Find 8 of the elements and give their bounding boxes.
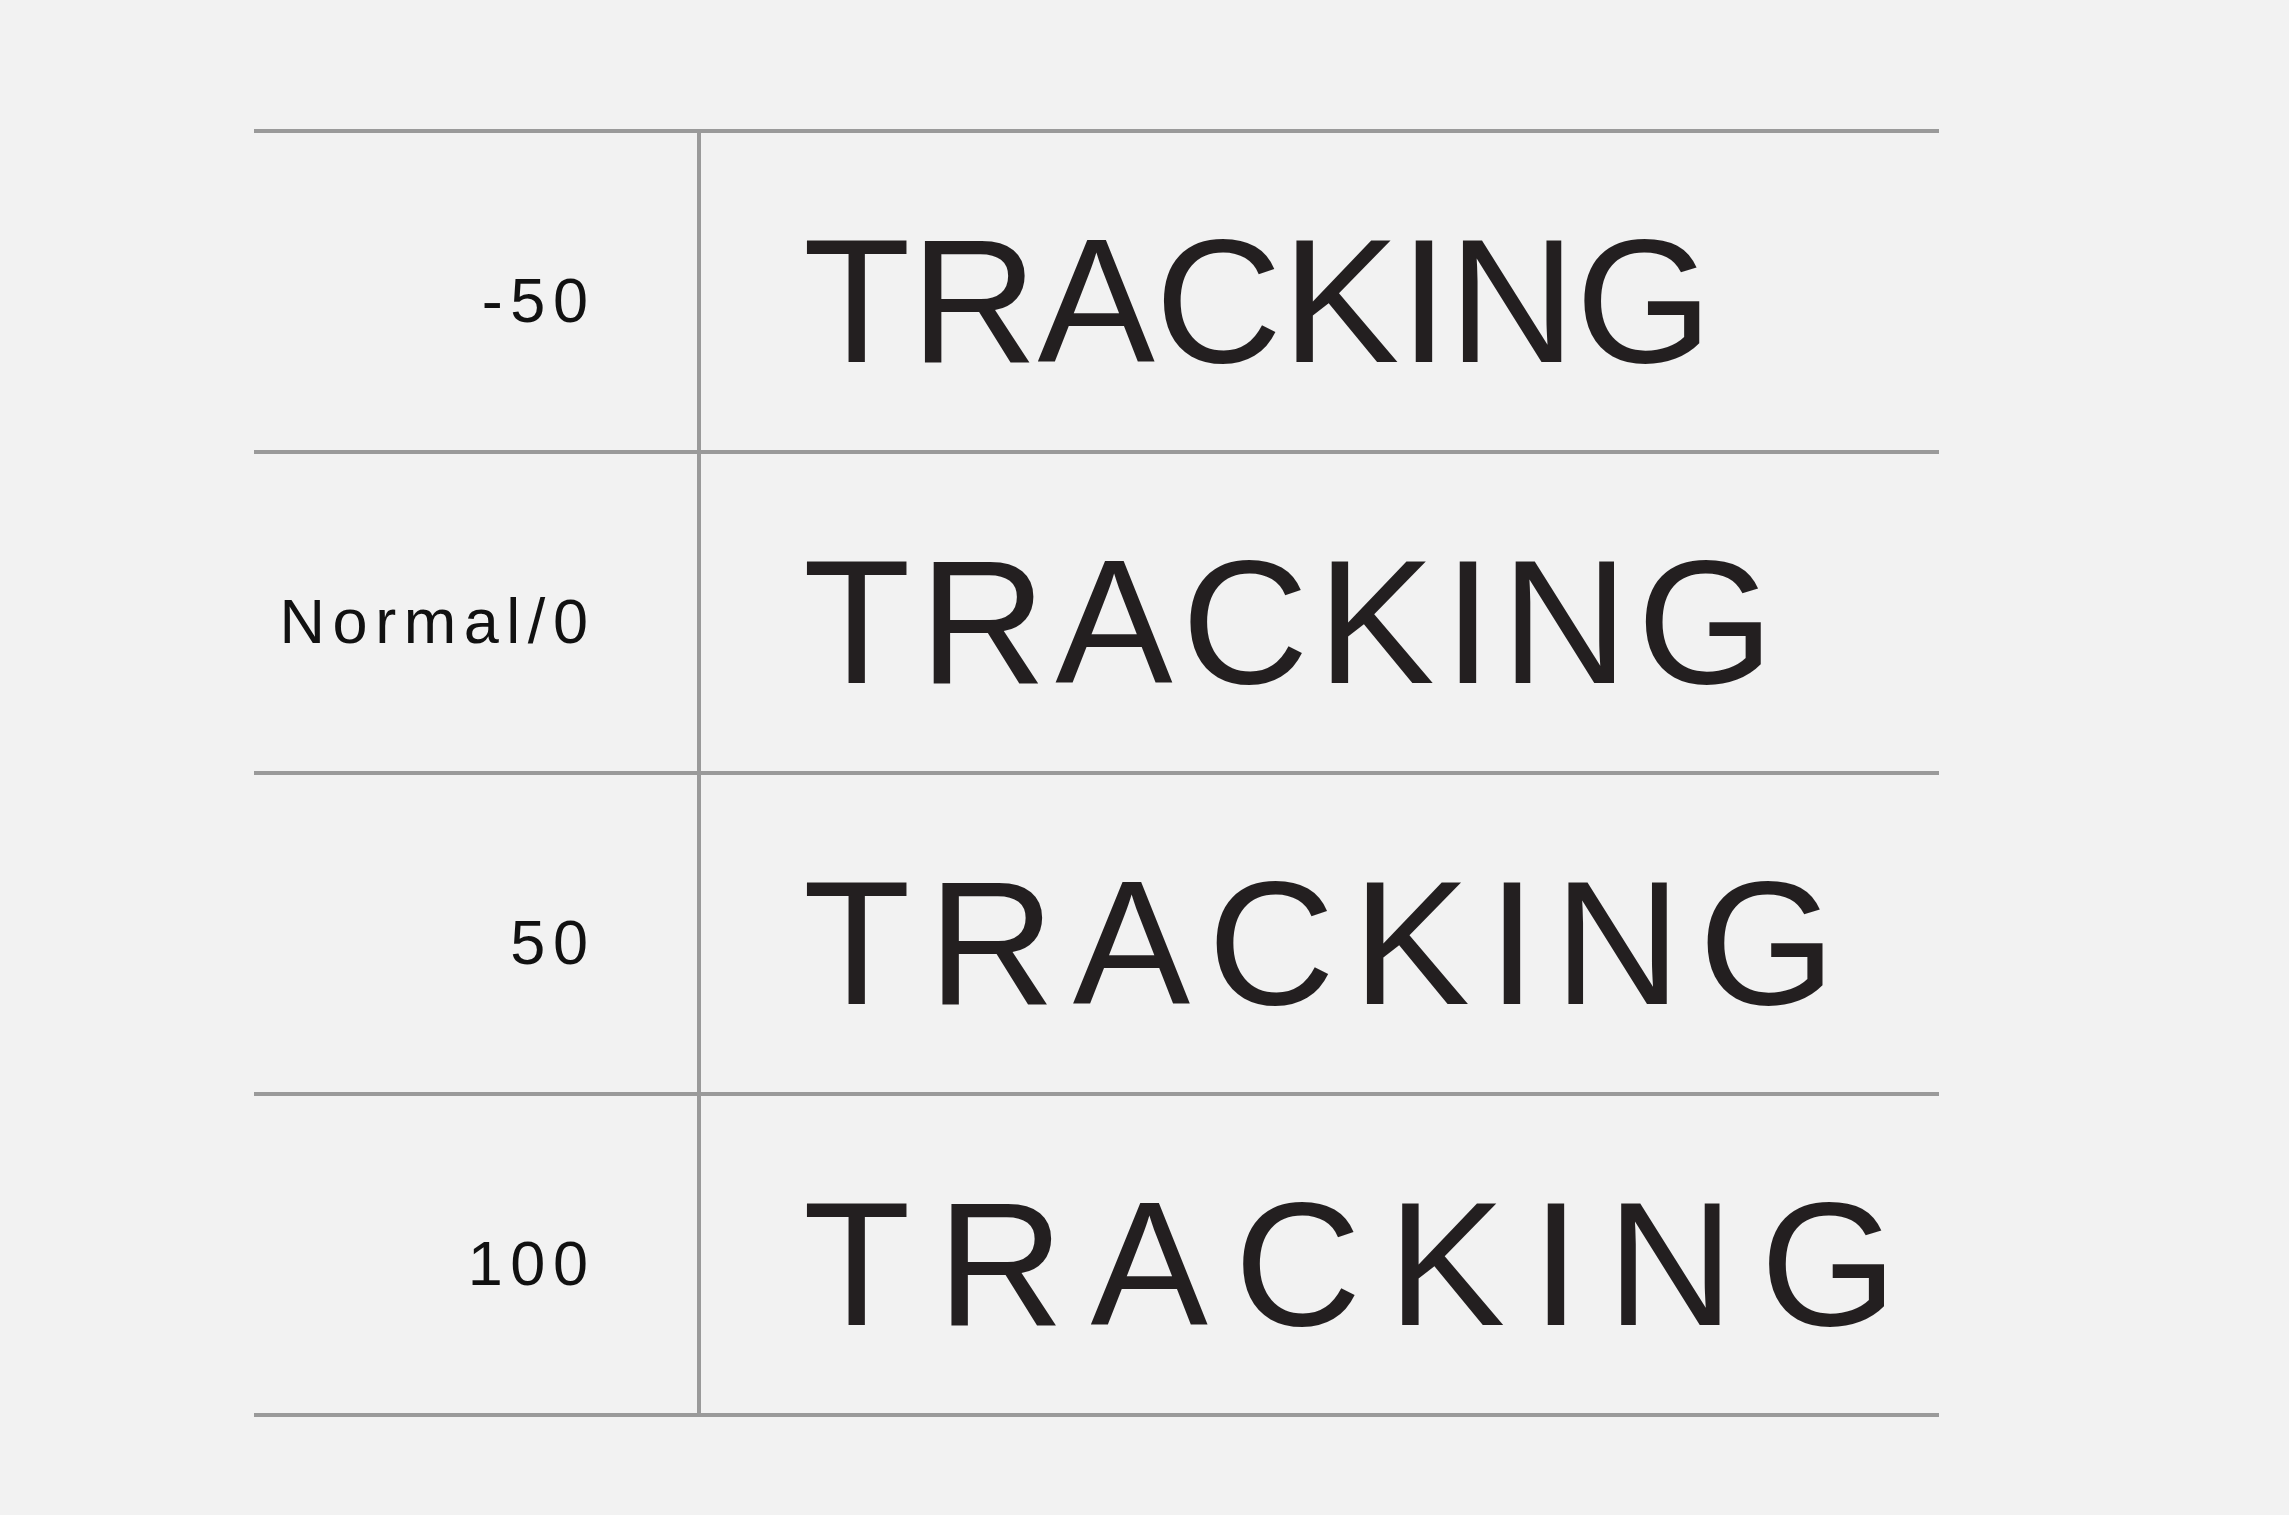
tracking-sample: TRACKING xyxy=(803,854,1854,1031)
tracking-value: Normal/0 xyxy=(279,589,596,653)
tracking-sample: TRACKING xyxy=(803,212,1713,389)
tracking-value: 100 xyxy=(467,1231,596,1295)
tracking-sample: TRACKING xyxy=(803,533,1783,710)
tracking-value: 50 xyxy=(510,910,596,974)
tracking-value: -50 xyxy=(481,268,596,332)
tracking-sample: TRACKING xyxy=(803,1175,1924,1352)
